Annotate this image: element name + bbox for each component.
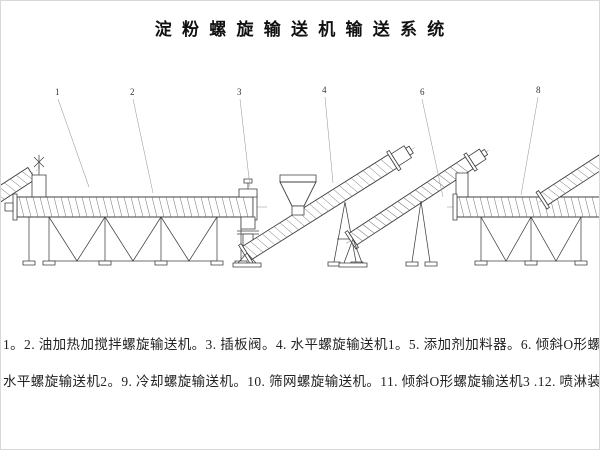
additive-feeder-hopper [280,175,316,215]
leader-lines [58,97,538,197]
caption-line-2: 水平螺旋输送机2。9. 冷却螺旋输送机。10. 筛网螺旋输送机。11. 倾斜O形… [3,374,600,389]
far-right-inclined-conveyor [534,147,599,211]
left-support-truss [23,217,247,265]
transfer-chute [456,173,468,197]
callout-1: 1 [55,87,60,97]
inclined-screw-conveyor-b [341,142,494,252]
callout-8: 8 [536,85,541,95]
slide-gate-valve [237,179,259,246]
page-title: 淀 粉 螺 旋 输 送 机 输 送 系 统 [154,20,448,39]
callout-4: 4 [322,85,327,95]
callout-6: 6 [420,87,425,97]
callout-3: 3 [237,87,242,97]
far-left-inclined-conveyor [1,163,42,213]
right-support-truss [475,217,587,265]
horizontal-screw-conveyor-right [447,194,599,220]
inclined-screw-conveyor-a [234,138,420,266]
callout-numbers: 1 2 3 4 6 8 [55,85,541,97]
incline-b-supports [339,173,468,267]
drive-unit [32,155,46,197]
caption-line-1: 1。2. 油加热加搅拌螺旋输送机。3. 插板阀。4. 水平螺旋输送机1。5. 添… [3,337,600,352]
mixing-screw-conveyor [5,194,267,220]
callout-2: 2 [130,87,135,97]
